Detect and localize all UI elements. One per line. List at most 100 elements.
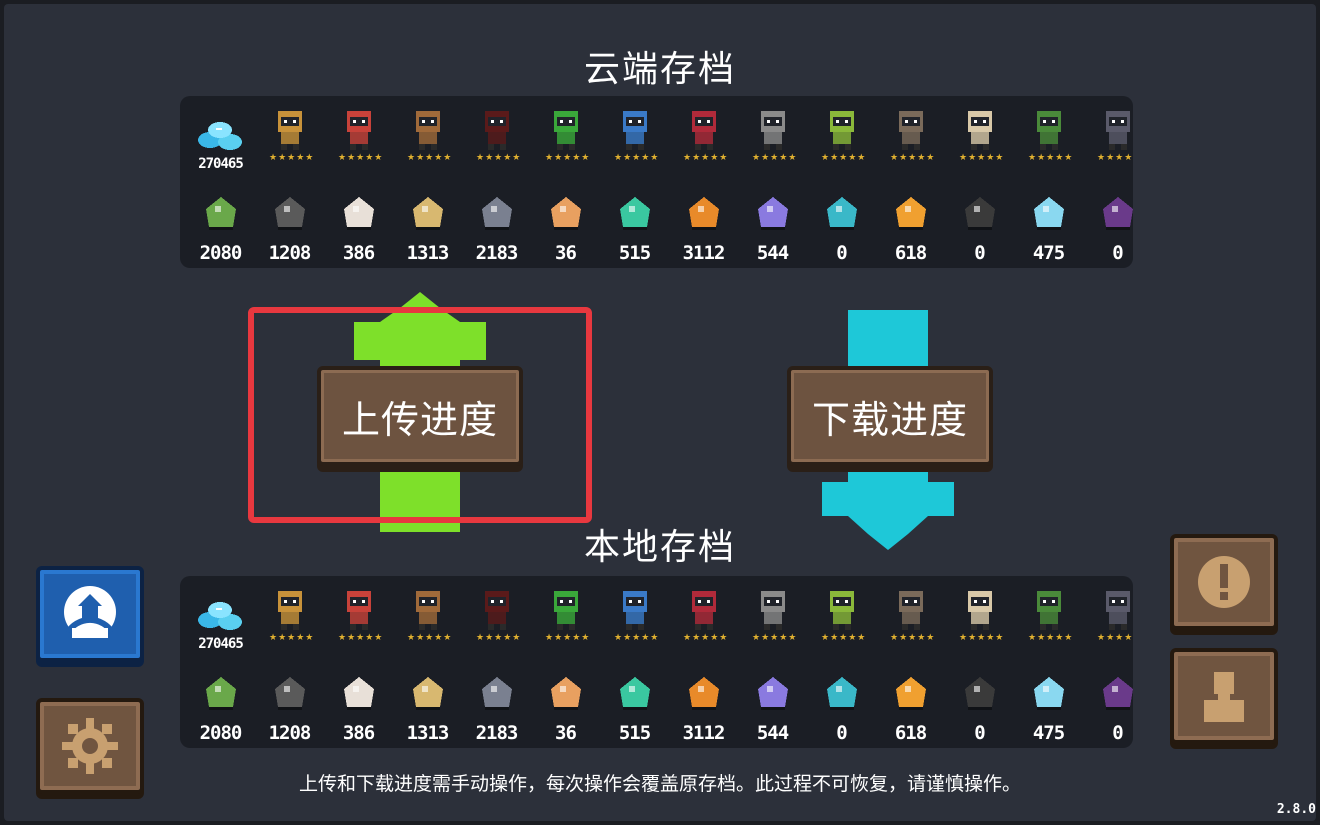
elf-icon	[830, 591, 854, 630]
robot-icon	[554, 111, 578, 150]
character-stars: ★★★★★	[959, 153, 1005, 163]
character-stars: ★★★★★	[614, 633, 660, 643]
gear-icon	[275, 197, 305, 230]
character-paladin: ★★★★★	[738, 580, 807, 660]
character-stars: ★★★★★	[338, 633, 384, 643]
material-black-gadget: 0	[945, 666, 1014, 746]
ice-crystal-icon	[1034, 677, 1064, 710]
character-elf: ★★★★★	[807, 100, 876, 180]
necromancer-icon	[1106, 111, 1130, 150]
assassin-icon	[485, 591, 509, 630]
character-stars: ★★★★★	[269, 633, 315, 643]
character-wizard: ★★★★★	[393, 580, 462, 660]
character-stars: ★★★★★	[545, 153, 591, 163]
highlight-box	[248, 307, 592, 523]
character-robot: ★★★★★	[531, 580, 600, 660]
character-stars: ★★★★★	[476, 633, 522, 643]
gem-icon	[198, 602, 242, 630]
account-button[interactable]	[1170, 648, 1278, 744]
material-value: 386	[342, 242, 375, 264]
purple-crystal-icon	[758, 197, 788, 230]
material-seed-bag: 386	[324, 186, 393, 266]
local-save-title: 本地存档	[583, 527, 736, 568]
material-value: 0	[974, 242, 985, 264]
wizard-icon	[416, 111, 440, 150]
character-rogue: ★★★★★	[324, 580, 393, 660]
character-stars: ★★★★★	[338, 153, 384, 163]
cyan-box-icon	[827, 677, 857, 710]
wood-plank-icon	[413, 197, 443, 230]
material-value: 515	[618, 722, 651, 744]
chilly-room-logo-icon	[64, 586, 116, 638]
character-engineer: ★★★★★	[600, 100, 669, 180]
character-stars: ★★★★★	[407, 153, 453, 163]
elf-icon	[830, 111, 854, 150]
werewolf-icon	[899, 111, 923, 150]
character-stars: ★★★★★	[545, 633, 591, 643]
material-ice-crystal: 475	[1014, 666, 1083, 746]
material-cyan-box: 0	[807, 186, 876, 266]
material-black-gadget: 0	[945, 186, 1014, 266]
material-value: 544	[756, 242, 789, 264]
material-purple-crystal: 544	[738, 666, 807, 746]
character-stars: ★★★★★	[476, 153, 522, 163]
material-value: 2080	[199, 722, 243, 744]
cyan-box-icon	[827, 197, 857, 230]
character-stars: ★★★★★	[683, 633, 729, 643]
character-robot: ★★★★★	[531, 100, 600, 180]
wood-plank-icon	[413, 677, 443, 710]
notice-button[interactable]	[1170, 534, 1278, 630]
knight-icon	[278, 111, 302, 150]
character-vampire: ★★★★★	[669, 100, 738, 180]
character-priest: ★★★★★	[945, 100, 1014, 180]
material-iron-ore: 2183	[462, 186, 531, 266]
knight-icon	[278, 591, 302, 630]
assassin-icon	[485, 111, 509, 150]
character-assassin: ★★★★★	[462, 580, 531, 660]
material-value: 2183	[475, 242, 519, 264]
material-value: 0	[1112, 242, 1123, 264]
download-progress-button[interactable]: 下载进度	[787, 366, 993, 466]
purple-card-icon	[1103, 677, 1133, 710]
settings-button[interactable]	[36, 698, 144, 794]
character-stars: ★★★★★	[1097, 633, 1133, 643]
character-necromancer: ★★★★★	[1083, 580, 1133, 660]
ice-crystal-icon	[1034, 197, 1064, 230]
exclamation-icon	[1198, 556, 1250, 608]
black-gadget-icon	[965, 197, 995, 230]
character-stars: ★★★★★	[959, 633, 1005, 643]
material-value: 1313	[406, 722, 450, 744]
gear-icon	[275, 677, 305, 710]
local-save-panel: 270465 ★★★★★ ★★★★★ ★★★★★ ★★★★★ ★★★★★ ★★★★★ ★★★★…	[180, 576, 1133, 748]
amber-icon	[689, 677, 719, 710]
material-value: 0	[836, 722, 847, 744]
material-iron-ore: 2183	[462, 666, 531, 746]
material-cyan-box: 0	[807, 666, 876, 746]
material-value: 618	[894, 722, 927, 744]
material-value: 3112	[682, 242, 726, 264]
material-value: 515	[618, 242, 651, 264]
chilly-room-button[interactable]	[36, 566, 144, 662]
character-stars: ★★★★★	[1097, 153, 1133, 163]
upload-progress-button[interactable]: 上传进度	[317, 366, 523, 466]
material-value: 2080	[199, 242, 243, 264]
gem-icon	[198, 122, 242, 150]
seed-bag-icon	[344, 677, 374, 710]
character-werewolf: ★★★★★	[876, 100, 945, 180]
iron-ore-icon	[482, 677, 512, 710]
material-value: 386	[342, 722, 375, 744]
material-value: 475	[1032, 722, 1065, 744]
material-battery: 2080	[186, 186, 255, 266]
character-werewolf: ★★★★★	[876, 580, 945, 660]
material-battery: 2080	[186, 666, 255, 746]
iron-ore-icon	[482, 197, 512, 230]
green-crystal-icon	[620, 197, 650, 230]
character-wizard: ★★★★★	[393, 100, 462, 180]
character-stars: ★★★★★	[614, 153, 660, 163]
material-amber: 3112	[669, 666, 738, 746]
rogue-icon	[347, 111, 371, 150]
material-ice-crystal: 475	[1014, 186, 1083, 266]
engineer-icon	[623, 111, 647, 150]
user-icon	[1204, 672, 1244, 722]
gem-count: 270465	[186, 580, 255, 660]
